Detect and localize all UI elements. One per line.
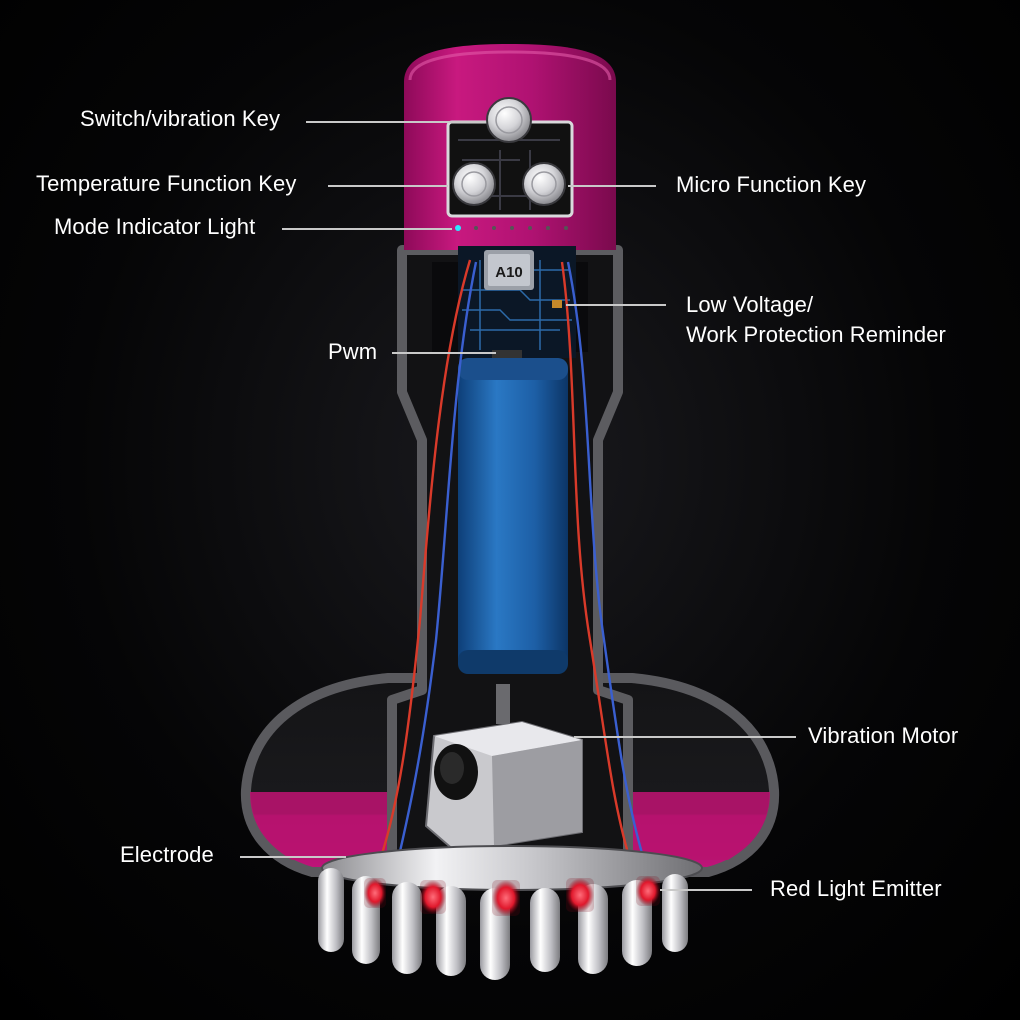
red-led-array [364,876,660,916]
low-voltage-leader-line [566,304,666,306]
vibration-motor-leader-line [574,736,796,738]
pwm-leader-line [392,352,496,354]
work-protection-reminder-label: Work Protection Reminder [686,322,946,347]
pwm-label: Pwm [328,339,378,364]
micro-function-key-button [522,162,566,206]
low-voltage-label: Low Voltage/ [686,292,814,317]
circuit-board: A10 [458,246,576,358]
mode-indicator-leader-line [282,228,452,230]
battery [458,358,568,674]
temperature-function-key-button [452,162,496,206]
switch-vibration-key-button [486,97,532,143]
vibration-motor-label: Vibration Motor [808,723,959,748]
switch-vibration-key-label: Switch/vibration Key [80,106,281,131]
red-light-emitter-leader-line [660,889,752,891]
mode-indicator-light-label: Mode Indicator Light [54,214,256,239]
vibration-motor [424,684,583,854]
electrode-array [318,845,703,980]
micro-key-leader-line [568,185,656,187]
mode-indicator-dot [455,225,461,231]
red-light-emitter-label: Red Light Emitter [770,876,942,901]
temperature-function-key-label: Temperature Function Key [36,171,297,196]
switch-key-leader-line [306,121,486,123]
electrode-label: Electrode [120,842,214,867]
temperature-key-leader-line [328,185,448,187]
top-cap [404,44,616,250]
electrode-pins [318,868,688,980]
a10-chip-label: A10 [495,264,523,281]
wires [378,259,646,861]
electrode-leader-line [240,856,346,858]
micro-function-key-label: Micro Function Key [676,172,867,197]
low-voltage-indicator [552,300,562,308]
